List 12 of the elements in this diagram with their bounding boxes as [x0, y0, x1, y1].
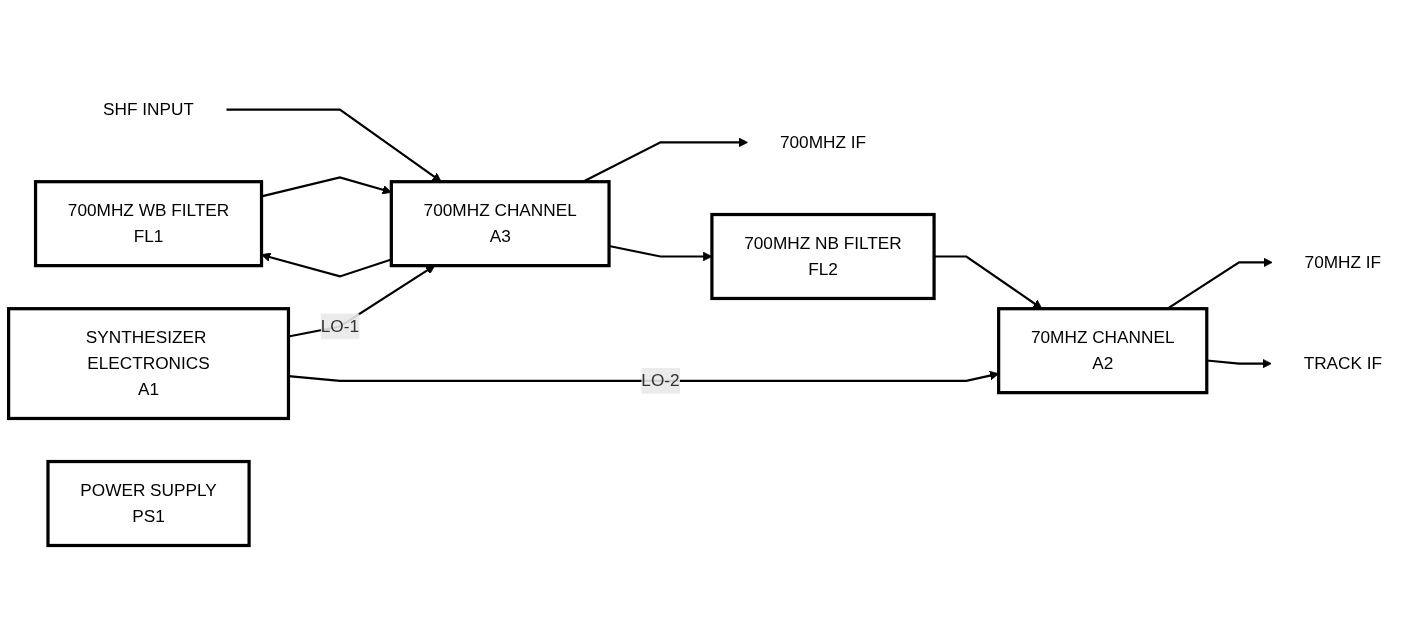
edge-label: LO-1	[320, 316, 360, 336]
node-box: 700MHZ CHANNEL A3	[389, 180, 611, 268]
node-text: SHF INPUT	[103, 99, 194, 119]
node-text: TRACK IF	[1303, 353, 1383, 373]
node-box: SYNTHESIZER ELECTRONICS A1	[7, 307, 291, 421]
node-box: 700MHZ NB FILTER FL2	[710, 212, 936, 301]
node-text: 700MHZ IF	[779, 132, 867, 152]
node-box: 700MHZ WB FILTER FL1	[33, 180, 264, 268]
node-box: POWER SUPPLY PS1	[46, 459, 251, 548]
edge-label: LO-2	[641, 371, 680, 390]
node-text: 70MHZ IF	[1304, 252, 1382, 272]
node-box: 70MHZ CHANNEL A2	[997, 307, 1209, 395]
